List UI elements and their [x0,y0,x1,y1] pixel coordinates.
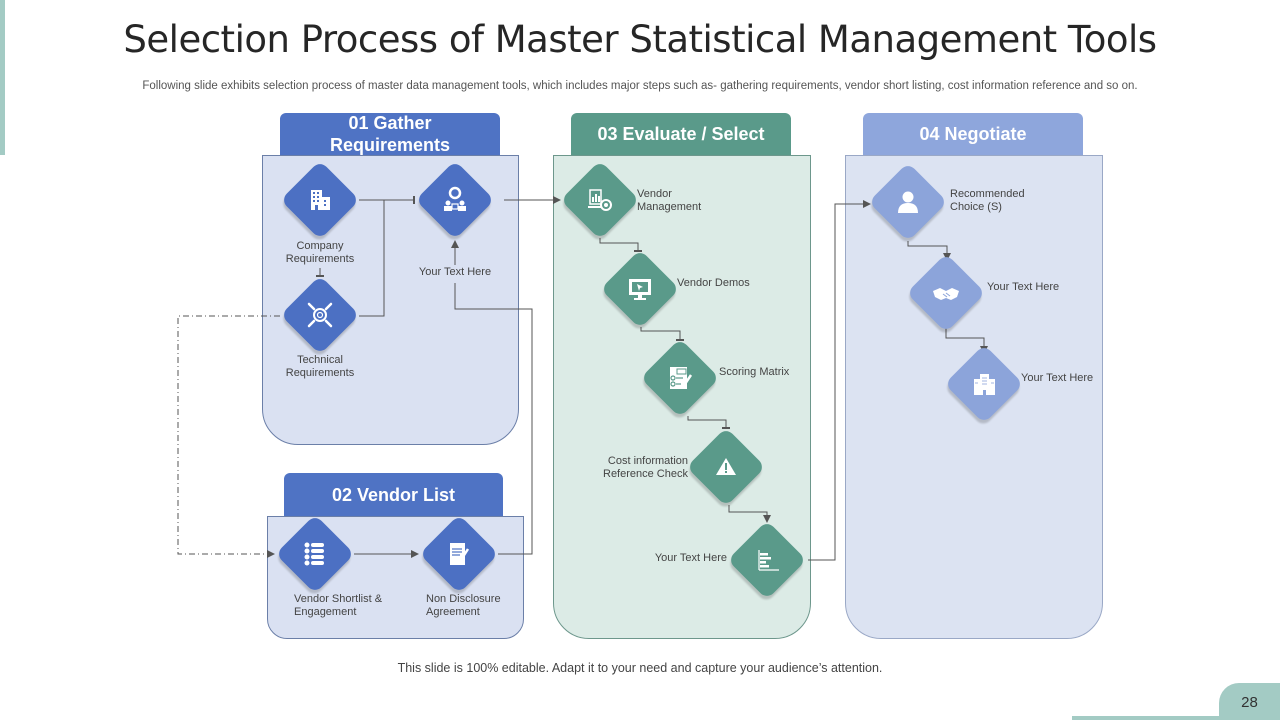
office-building-icon [311,190,330,210]
monitor-cursor-icon [629,279,651,300]
node-label: Company Requirements [285,240,355,265]
node-technical-requirements[interactable] [280,275,360,355]
node-company-requirements[interactable] [280,160,360,240]
node-vendor-management[interactable] [560,160,640,240]
warning-icon [716,458,736,475]
tools-gear-icon [307,302,333,328]
node-scoring-matrix[interactable] [640,338,720,418]
stage-3-header: 03 Evaluate / Select [571,113,791,155]
handshake-icon [933,288,959,300]
document-sign-icon [450,543,470,565]
node-vendor-shortlist[interactable] [275,514,355,594]
team-meeting-gear-icon [444,186,466,211]
list-icon [304,542,324,566]
node-your-text-handshake[interactable] [906,253,986,333]
node-your-text-stage1[interactable] [415,160,495,240]
checklist-icon [670,367,693,389]
node-label: Your Text Here [418,266,492,278]
node-label: Your Text Here [1021,372,1094,384]
node-cost-information[interactable] [686,427,766,507]
stage-4-header: 04 Negotiate [863,113,1083,155]
bar-chart-icon [758,550,779,571]
node-label: Your Text Here [987,281,1060,293]
page-number: 28 [1219,683,1280,720]
node-label: Vendor Demos [677,277,750,289]
footer-accent-line [1072,716,1232,720]
buildings-icon [974,374,995,395]
stage-1-header: 01 Gather Requirements [280,113,500,155]
node-label: Technical Requirements [285,354,355,379]
node-recommended-choice[interactable] [868,162,948,242]
accent-bar [0,0,5,155]
user-icon [898,191,918,213]
node-label: Vendor Shortlist & Engagement [294,593,383,618]
stage-2-header: 02 Vendor List [284,473,503,516]
chart-gear-icon [588,189,612,211]
node-label: Your Text Here [654,552,727,564]
node-non-disclosure-agreement[interactable] [419,514,499,594]
node-label: Recommended Choice (S) [950,188,1025,213]
node-vendor-demos[interactable] [600,249,680,329]
node-your-text-stage3[interactable] [727,520,807,600]
slide-title: Selection Process of Master Statistical … [123,18,1157,61]
node-label: Vendor Management [637,188,702,213]
slide-subtitle: Following slide exhibits selection proce… [142,80,1138,92]
node-your-text-buildings[interactable] [944,344,1024,424]
node-label: Scoring Matrix [719,366,790,378]
node-label: Non Disclosure Agreement [426,593,501,618]
node-label: Cost information Reference Check [603,455,688,480]
footer-note: This slide is 100% editable. Adapt it to… [397,661,883,675]
